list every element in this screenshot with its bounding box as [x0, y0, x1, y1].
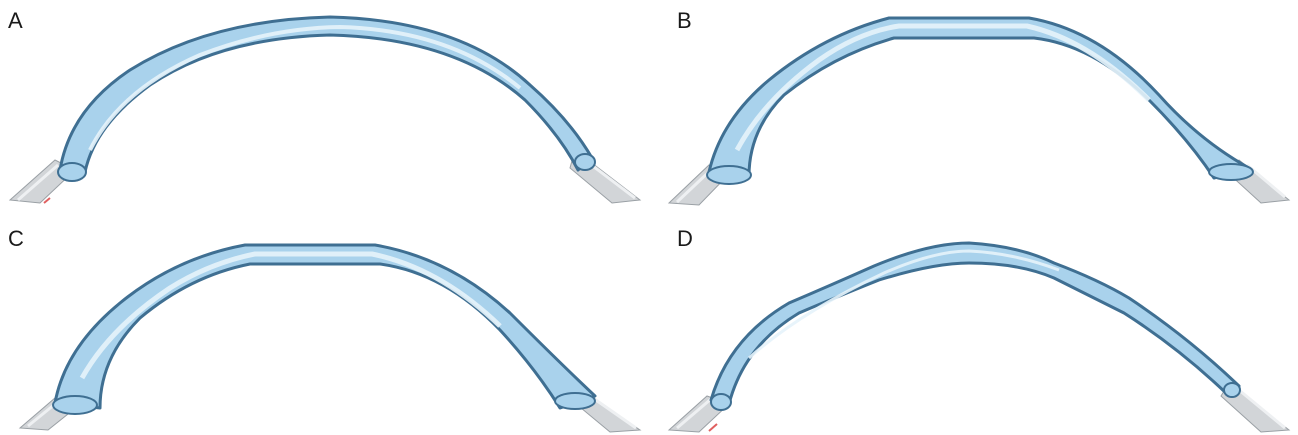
contact-lens — [55, 245, 595, 408]
panel-c: C — [0, 218, 649, 435]
lens-diagram-d — [649, 218, 1298, 435]
contact-lens — [60, 17, 592, 172]
panel-d: D — [649, 218, 1298, 435]
lens-diagram-c — [0, 218, 649, 435]
lens-diagram-b — [649, 0, 1298, 217]
panel-a: A — [0, 0, 649, 217]
contact-lens — [709, 18, 1249, 178]
lens-diagram-a — [0, 0, 649, 217]
panel-b: B — [649, 0, 1298, 217]
contact-lens — [711, 243, 1239, 404]
